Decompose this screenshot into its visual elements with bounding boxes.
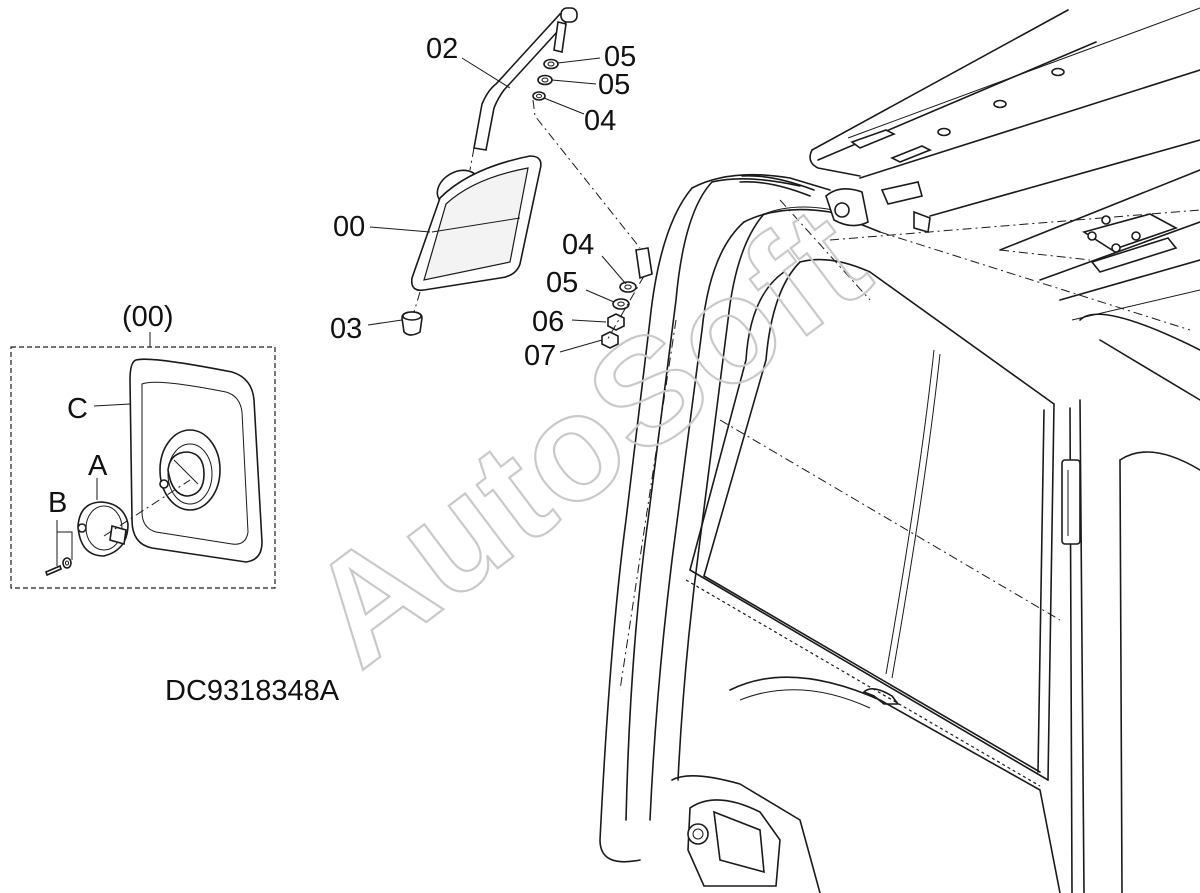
detail-label: (00) — [122, 301, 174, 333]
callout-06: 06 — [532, 306, 564, 338]
drawing-code: DC9318348A — [165, 675, 340, 707]
callout-07: 07 — [524, 340, 556, 372]
callout-05-top: 05 — [604, 41, 636, 73]
callout-02: 02 — [426, 33, 458, 65]
detail-view — [10, 346, 276, 589]
callout-04-top: 04 — [584, 105, 616, 137]
callout-C: C — [67, 393, 88, 425]
callout-05-lower: 05 — [546, 267, 578, 299]
callout-03: 03 — [330, 313, 362, 345]
cab-illustration — [599, 7, 1200, 893]
callout-B: B — [48, 487, 67, 519]
callout-05-middle: 05 — [598, 69, 630, 101]
callout-00: 00 — [333, 211, 365, 243]
leader-lines — [56, 57, 627, 566]
mirror-assembly — [401, 7, 653, 349]
callout-04-lower: 04 — [562, 229, 594, 261]
callout-A: A — [88, 450, 108, 482]
callout-labels: 00 02 03 05 05 04 04 05 06 07 (00) C A B… — [48, 33, 636, 707]
